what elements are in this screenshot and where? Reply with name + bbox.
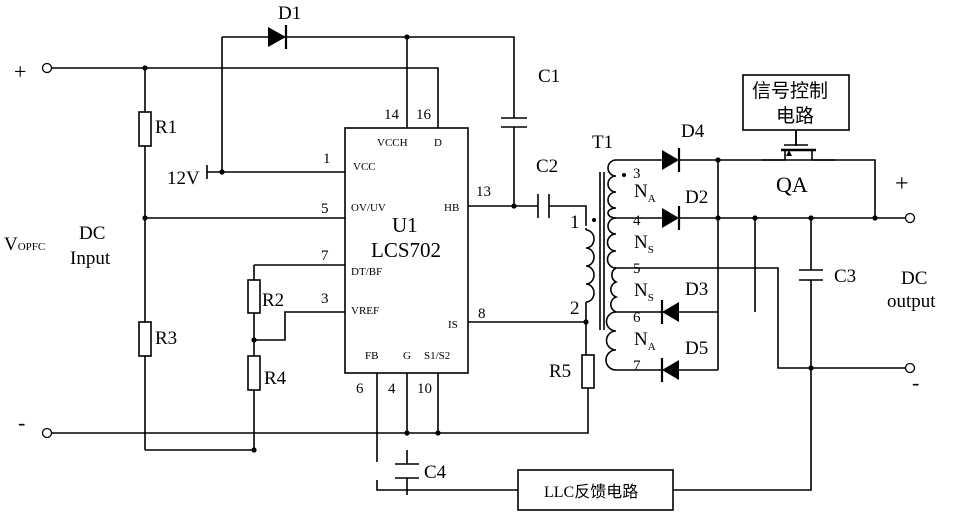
diode-d1 [268,25,286,49]
input-plus-sign: + [14,59,26,84]
label-r3: R3 [155,328,177,349]
pin-number-is: 8 [478,306,486,322]
label-c2: C2 [536,156,558,177]
pin-label-hb: HB [444,202,459,214]
pin-number-g: 4 [388,381,396,397]
label-d3: D3 [685,279,708,300]
mosfet-qa [781,130,816,160]
pin-number-d: 16 [416,107,432,123]
diode-d4 [662,148,679,172]
diode-d2 [662,206,679,230]
input-dc: DC [79,223,105,244]
resistor-r4 [248,356,260,390]
t1-pin-5: 5 [633,261,641,277]
label-r5: R5 [549,361,571,382]
capacitor-c3 [799,270,823,280]
winding-na-bottom: NA [634,329,656,353]
pin-label-dtbf: DT/BF [351,266,382,278]
t1-pin-6: 6 [633,310,641,326]
label-d4: D4 [681,121,705,142]
pin-label-d: D [434,137,442,149]
input-minus-sign: - [18,410,25,435]
pin-number-vcc: 1 [323,151,331,167]
pin-number-s1s2: 10 [417,381,432,397]
capacitor-c1 [501,118,527,127]
ic-part-number: LCS702 [371,238,441,262]
winding-ns-top: NS [634,232,654,256]
pin-label-vcc: VCC [353,161,376,173]
output-plus-sign: + [895,171,909,197]
resistor-r3 [139,322,151,356]
capacitor-c2 [538,194,549,218]
pin-label-fb: FB [365,350,378,362]
pin-label-s1s2: S1/S2 [424,350,450,362]
signal-control-line2: 电路 [776,105,814,127]
pin-label-is: IS [448,319,458,331]
winding-na-top: NA [634,181,656,205]
pin-number-ovuv: 5 [321,201,329,217]
resistor-r5 [582,355,594,388]
signal-control-line1: 信号控制 [752,80,828,102]
input-plus-terminal [43,64,52,73]
pin-number-dtbf: 7 [321,248,329,264]
output-minus-sign: - [912,370,919,395]
t1-pin-1: 1 [570,212,580,233]
pin-number-vref: 3 [321,291,329,307]
output-plus-terminal [906,214,915,223]
llc-feedback-label: LLC反馈电路 [544,483,638,501]
pin-number-hb: 13 [476,184,491,200]
label-c1: C1 [538,66,560,87]
transformer-t1 [586,160,626,370]
diode-d3 [662,300,679,324]
label-t1: T1 [592,132,613,153]
label-d5: D5 [685,338,708,359]
label-qa: QA [776,172,808,197]
t1-pin-4: 4 [633,213,641,229]
t1-pin-7: 7 [633,358,641,374]
label-c4: C4 [424,462,447,483]
ic-designator: U1 [392,213,418,237]
winding-ns-bottom: NS [634,280,654,304]
capacitor-c4 [395,464,419,478]
pin-number-fb: 6 [356,381,364,397]
output-dc: DC [901,268,927,289]
pin-label-vcch: VCCH [377,137,408,149]
t1-pin-2: 2 [570,298,580,319]
output-output: output [887,291,936,312]
ic-u1: VCCH D VCC OV/UV HB DT/BF VREF IS FB G S… [345,128,468,373]
input-minus-terminal [43,429,52,438]
pin-number-vcch: 14 [384,107,400,123]
input-input: Input [70,248,111,269]
pin-label-ovuv: OV/UV [351,202,386,214]
label-d2: D2 [685,187,708,208]
supply-12v: 12V [167,168,200,189]
pin-label-g: G [403,350,411,362]
diode-d5 [662,358,679,382]
resistor-r2 [248,280,260,313]
label-c3: C3 [834,266,856,287]
resistor-r1 [139,112,151,146]
t1-pin-3: 3 [633,166,641,182]
signal-control-block: 信号控制 电路 [743,75,849,130]
llc-feedback-block: LLC反馈电路 [518,470,673,510]
input-vopfc: VOPFC [4,234,45,255]
label-d1: D1 [278,3,301,24]
label-r2: R2 [262,290,284,311]
label-r4: R4 [264,368,287,389]
pin-label-vref: VREF [351,305,379,317]
label-r1: R1 [155,117,177,138]
